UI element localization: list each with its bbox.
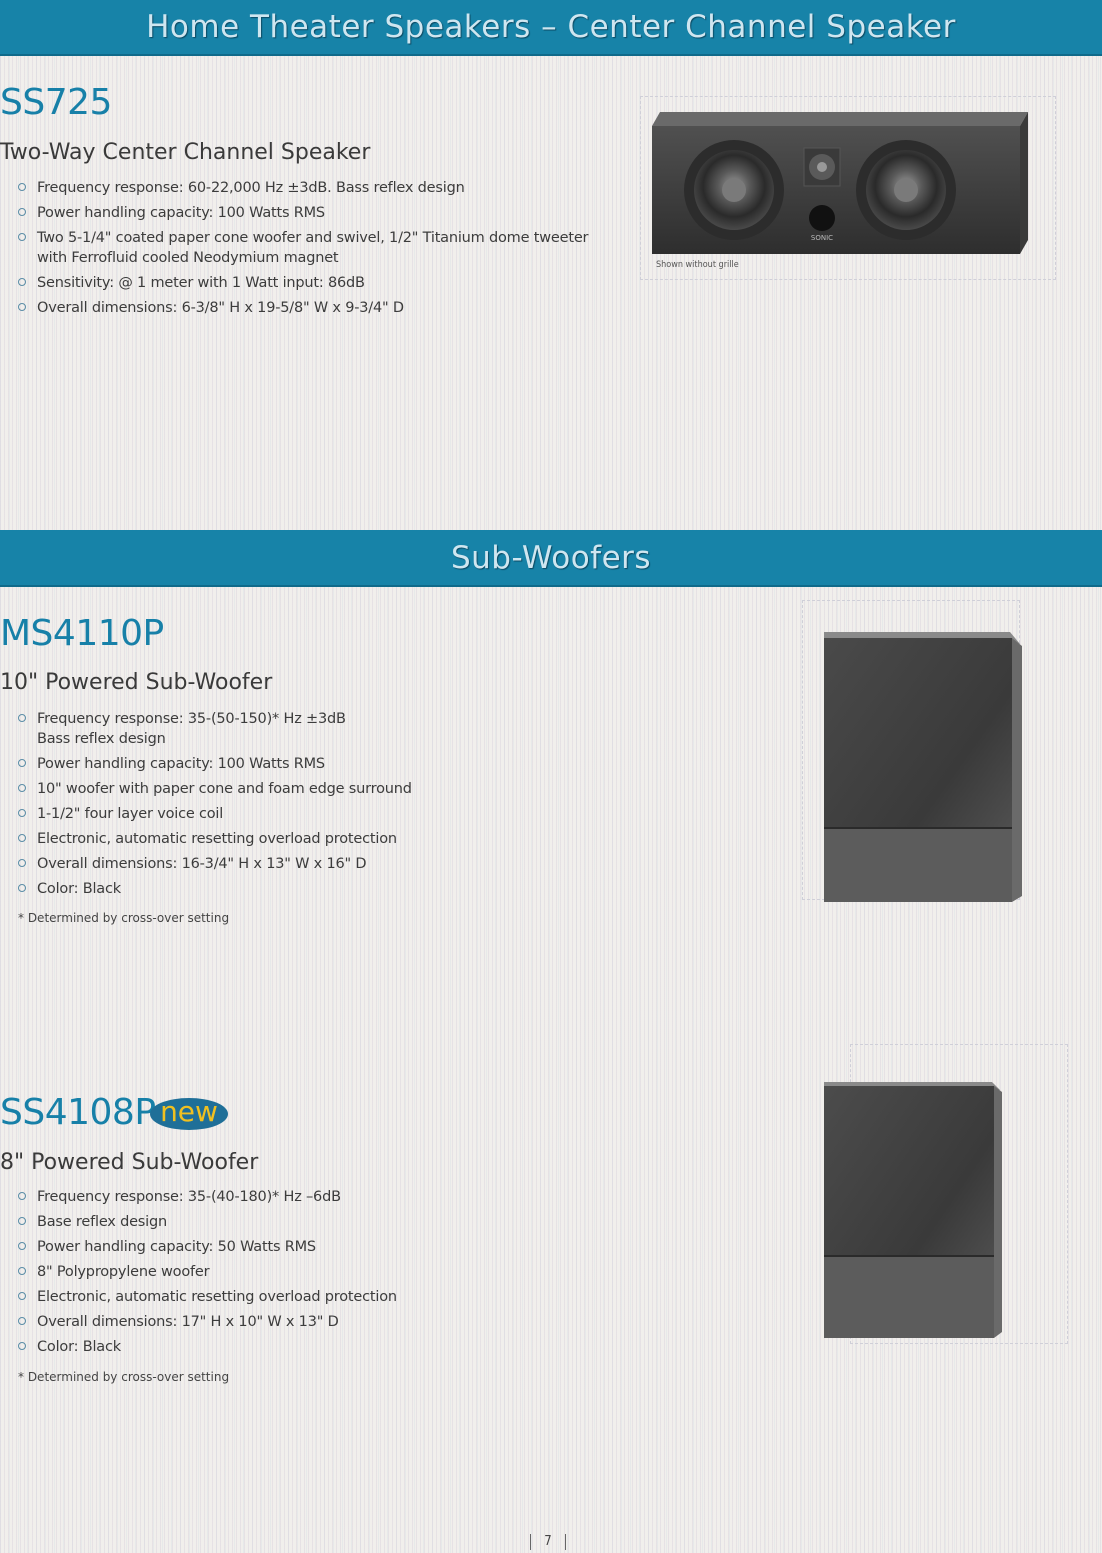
- spec-item: Overall dimensions: 17" H x 10" W x 13" …: [18, 1312, 397, 1332]
- spec-item: Frequency response: 35-(50-150)* Hz ±3dB: [18, 709, 412, 729]
- spec-list-ss4108p: Frequency response: 35-(40-180)* Hz –6dB…: [18, 1187, 397, 1362]
- bullet-icon: [18, 1267, 26, 1275]
- spec-item: Frequency response: 35-(40-180)* Hz –6dB: [18, 1187, 397, 1207]
- spec-item: 8" Polypropylene woofer: [18, 1262, 397, 1282]
- new-badge: new: [150, 1098, 228, 1130]
- spec-list-ms4110p: Frequency response: 35-(50-150)* Hz ±3dB…: [18, 709, 412, 904]
- bullet-icon: [18, 1292, 26, 1300]
- model-title-ss725: SS725: [0, 82, 112, 123]
- spec-item: Power handling capacity: 100 Watts RMS: [18, 754, 412, 774]
- spec-item-continuation: Bass reflex design: [37, 731, 166, 747]
- subwoofer-ss4108p-image: [824, 1082, 1002, 1338]
- footnote-ms4110p: * Determined by cross-over setting: [18, 911, 230, 925]
- spec-item: Sensitivity: @ 1 meter with 1 Watt input…: [18, 273, 588, 293]
- spec-item: Color: Black: [18, 879, 412, 899]
- bullet-icon: [18, 884, 26, 892]
- spec-item: Frequency response: 60-22,000 Hz ±3dB. B…: [18, 178, 588, 198]
- spec-item: Overall dimensions: 16-3/4" H x 13" W x …: [18, 854, 412, 874]
- spec-item: Electronic, automatic resetting overload…: [18, 829, 412, 849]
- banner-title: Home Theater Speakers – Center Channel S…: [146, 9, 956, 45]
- spec-item: 10" woofer with paper cone and foam edge…: [18, 779, 412, 799]
- bullet-icon: [18, 1242, 26, 1250]
- subwoofer-ms4110p-image: [824, 632, 1022, 902]
- product-subtitle-ss4108p: 8" Powered Sub-Woofer: [0, 1150, 259, 1175]
- product-subtitle-ss725: Two-Way Center Channel Speaker: [0, 140, 371, 165]
- bullet-icon: [18, 208, 26, 216]
- spec-item: Electronic, automatic resetting overload…: [18, 1287, 397, 1307]
- bullet-icon: [18, 1342, 26, 1350]
- spec-item: Overall dimensions: 6-3/8" H x 19-5/8" W…: [18, 298, 588, 318]
- image-caption: Shown without grille: [656, 260, 739, 270]
- bullet-icon: [18, 834, 26, 842]
- spec-list-ss725: Frequency response: 60-22,000 Hz ±3dB. B…: [18, 178, 588, 323]
- bullet-icon: [18, 233, 26, 241]
- page-number: 7: [530, 1534, 566, 1550]
- center-speaker-image: SONIC: [652, 112, 1028, 254]
- footnote-ss4108p: * Determined by cross-over setting: [18, 1370, 230, 1384]
- banner-title: Sub-Woofers: [450, 540, 652, 576]
- product-subtitle-ms4110p: 10" Powered Sub-Woofer: [0, 670, 273, 695]
- spec-item: Power handling capacity: 100 Watts RMS: [18, 203, 588, 223]
- spec-item: Color: Black: [18, 1337, 397, 1357]
- bullet-icon: [18, 303, 26, 311]
- bullet-icon: [18, 759, 26, 767]
- spec-item: 1-1/2" four layer voice coil: [18, 804, 412, 824]
- spec-item: Power handling capacity: 50 Watts RMS: [18, 1237, 397, 1257]
- bullet-icon: [18, 278, 26, 286]
- spec-item: Two 5-1/4" coated paper cone woofer and …: [18, 228, 588, 248]
- bullet-icon: [18, 1217, 26, 1225]
- bullet-icon: [18, 1317, 26, 1325]
- photo-frame: [640, 96, 1056, 280]
- model-title-ms4110p: MS4110P: [0, 613, 164, 654]
- section-banner-center-channel: Home Theater Speakers – Center Channel S…: [0, 0, 1102, 56]
- bullet-icon: [18, 809, 26, 817]
- spec-item: Base reflex design: [18, 1212, 397, 1232]
- bullet-icon: [18, 859, 26, 867]
- bullet-icon: [18, 1192, 26, 1200]
- bullet-icon: [18, 183, 26, 191]
- model-title-ss4108p: SS4108P: [0, 1092, 156, 1133]
- spec-item-continuation: with Ferrofluid cooled Neodymium magnet: [37, 250, 339, 266]
- brand-logo: SONIC: [811, 234, 833, 242]
- bullet-icon: [18, 784, 26, 792]
- section-banner-subwoofers: Sub-Woofers: [0, 530, 1102, 587]
- bullet-icon: [18, 714, 26, 722]
